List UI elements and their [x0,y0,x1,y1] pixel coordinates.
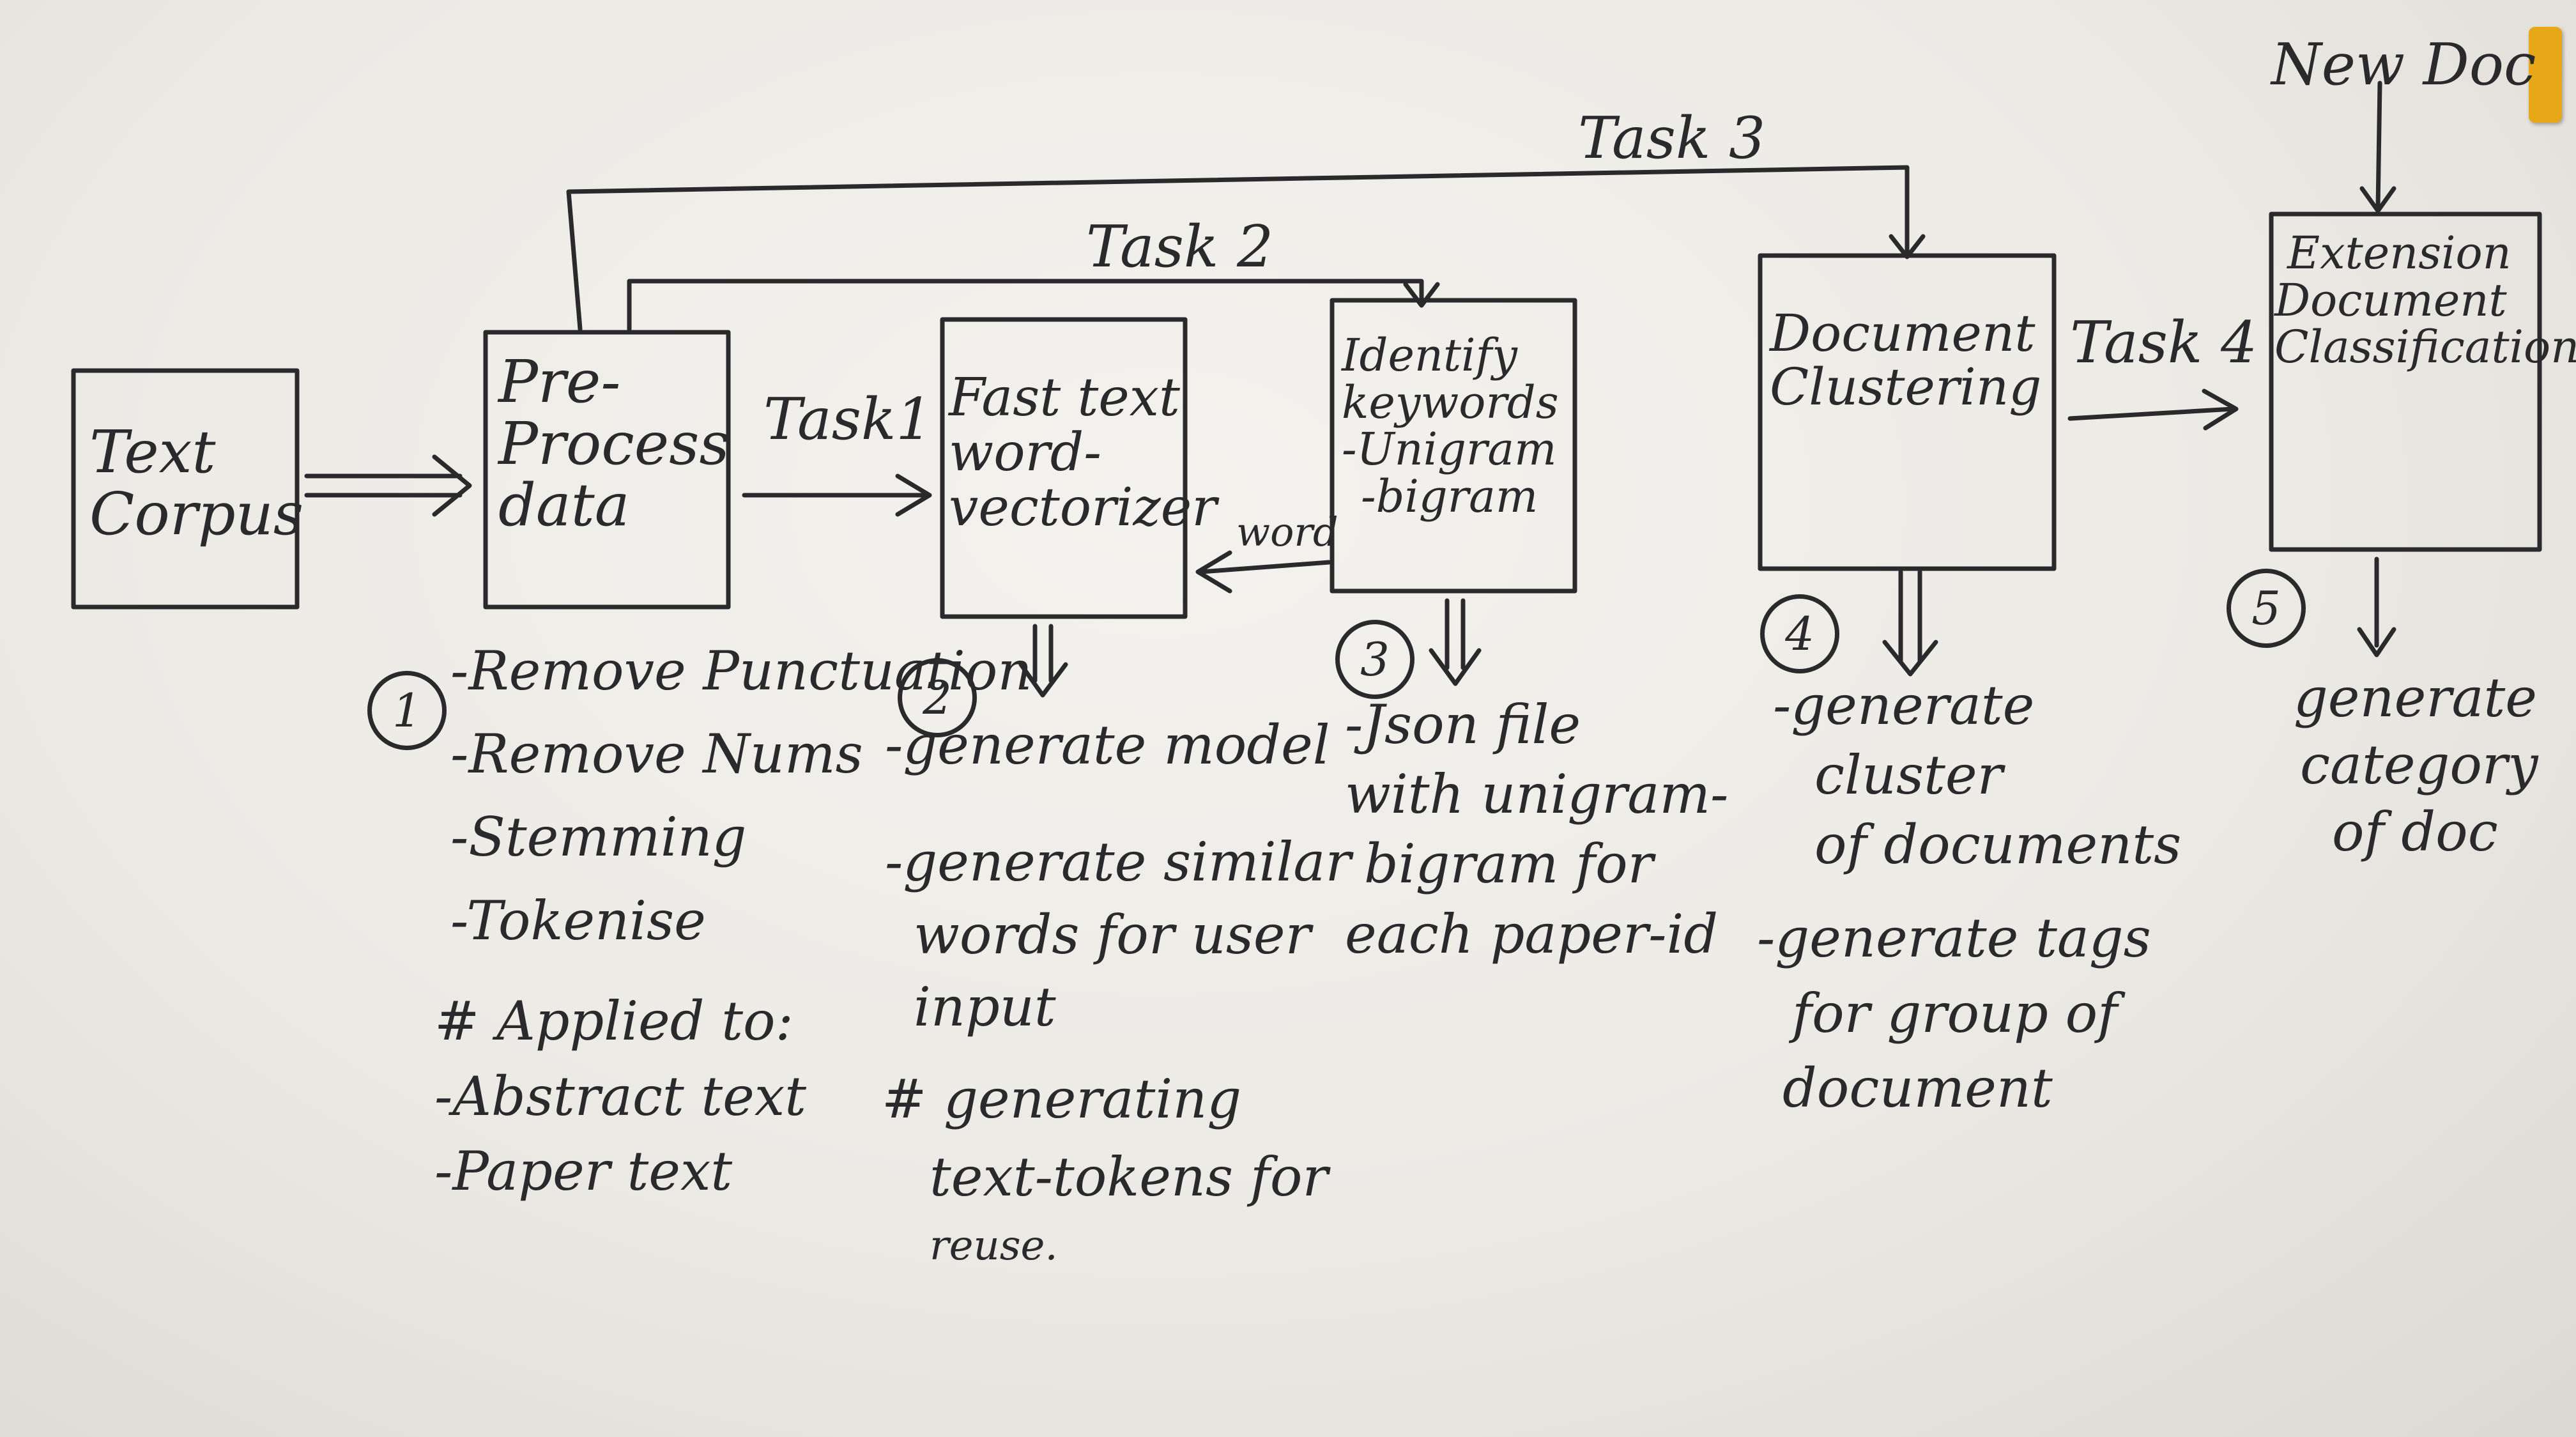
step-number-1: 1 [367,671,447,750]
new-doc-arrow [2359,81,2396,213]
step-number-4: 4 [1760,594,1839,673]
task4-arrow [2067,388,2239,431]
step1-applied-notes: # Applied to:-Abstract text-Paper text [434,990,807,1203]
step-number-3: 3 [1335,620,1414,699]
classification-box [2269,211,2542,552]
identify-keywords-box [1330,298,1577,594]
fasttext-box [940,317,1188,619]
task3-connector [566,165,1926,332]
whiteboard-magnet [2529,27,2562,123]
new-doc-label: New Doc [2271,31,2536,98]
preprocess-box [483,330,731,610]
task2-connector [627,279,1440,332]
task1-label: Task1 [763,386,933,453]
down-arrow-5 [2357,557,2396,657]
word-label: word [1236,509,1338,555]
task3-label: Task 3 [1578,105,1766,172]
down-arrow-2 [1018,624,1068,698]
task2-label: Task 2 [1086,213,1274,280]
step-number-5: 5 [2227,569,2306,648]
word-arrow [1195,550,1331,594]
step1-notes: -Remove Punctuation-Remove Nums -Stemmin… [450,640,1032,952]
task1-arrow [742,473,932,517]
text-corpus-box [71,368,300,610]
down-arrow-3 [1429,598,1482,686]
double-arrow-corpus [304,454,472,517]
task4-label: Task 4 [2070,309,2258,376]
step-number-2: 2 [898,658,977,737]
down-arrow-4 [1882,569,1938,677]
